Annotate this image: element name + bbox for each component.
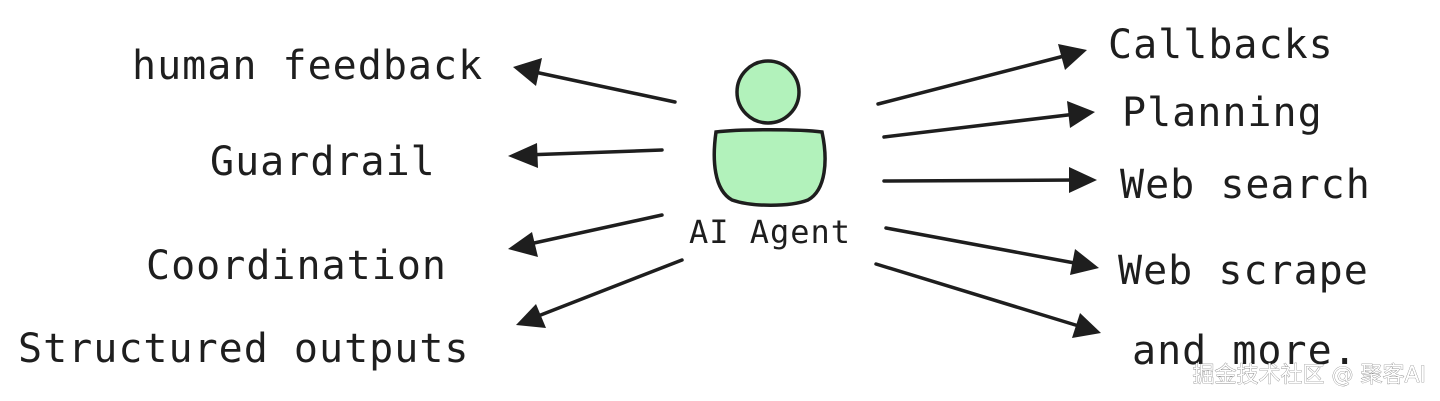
watermark-text: 掘金技术社区 @ 聚客AI (1192, 363, 1426, 388)
arrowhead-coordination (508, 232, 538, 257)
arrow-to-coordination (523, 213, 664, 247)
arrow-to-web-search (882, 178, 1080, 183)
arrowhead-callbacks (1058, 44, 1087, 70)
arrowhead-planning (1067, 101, 1095, 128)
arrowhead-human-feedback (513, 58, 542, 86)
arrow-to-callbacks (876, 53, 1070, 106)
arrowhead-guardrail (508, 143, 538, 168)
right-arrows (874, 44, 1101, 338)
agent-figure (712, 59, 827, 207)
arrow-to-human-feedback (528, 69, 677, 104)
label-planning: Planning (1122, 90, 1323, 136)
agent-label: AI Agent (689, 213, 851, 251)
label-and-more: and more. (1132, 328, 1358, 374)
label-web-search: Web search (1120, 162, 1371, 208)
arrow-to-web-scrape (884, 226, 1082, 266)
left-arrows (508, 58, 684, 328)
label-structured-outputs: Structured outputs (18, 326, 469, 372)
arrow-to-guardrail (523, 148, 664, 157)
arrow-to-planning (882, 112, 1078, 139)
right-labels: Callbacks Planning Web search Web scrape… (1108, 22, 1371, 374)
label-callbacks: Callbacks (1108, 22, 1334, 68)
arrow-to-structured-outputs (531, 258, 684, 320)
label-guardrail: Guardrail (210, 139, 436, 185)
label-coordination: Coordination (146, 243, 447, 289)
arrowhead-web-scrape (1070, 249, 1099, 275)
arrowhead-and-more (1072, 313, 1101, 338)
agent-body-icon (712, 128, 827, 207)
arrowhead-structured-outputs (516, 304, 546, 328)
agent-head-icon (735, 59, 801, 125)
arrow-to-and-more (874, 262, 1084, 329)
left-labels: human feedback Guardrail Coordination St… (18, 43, 483, 372)
arrowhead-web-search (1069, 167, 1097, 193)
label-human-feedback: human feedback (132, 43, 483, 89)
label-web-scrape: Web scrape (1118, 248, 1369, 294)
